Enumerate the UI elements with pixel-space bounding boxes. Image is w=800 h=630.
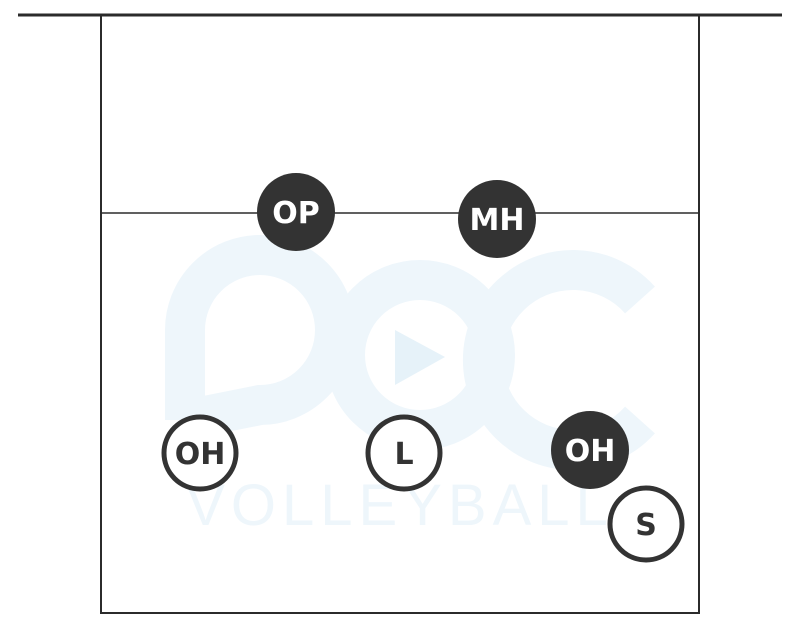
player-label: OH: [565, 434, 616, 469]
player-label: OP: [272, 196, 320, 231]
player-marker-s: S: [607, 485, 685, 563]
player-label: MH: [470, 203, 525, 238]
player-circle: [161, 414, 239, 492]
player-circle: [365, 414, 443, 492]
player-circle: [551, 411, 629, 489]
player-circle: [257, 173, 335, 251]
player-marker-mh: MH: [458, 180, 536, 258]
player-circle: [607, 485, 685, 563]
player-marker-oh-right: OH: [551, 411, 629, 489]
player-marker-op: OP: [257, 173, 335, 251]
watermark-logo: VOLLEYBALL: [165, 235, 655, 538]
player-marker-oh-left: OH: [161, 414, 239, 492]
player-marker-l: L: [365, 414, 443, 492]
court-boundary: [100, 14, 700, 614]
players-layer: OP MH OH L OH S: [161, 173, 685, 563]
player-circle: [458, 180, 536, 258]
player-label: L: [394, 437, 413, 472]
player-label: OH: [175, 437, 226, 472]
player-label: S: [635, 508, 657, 543]
